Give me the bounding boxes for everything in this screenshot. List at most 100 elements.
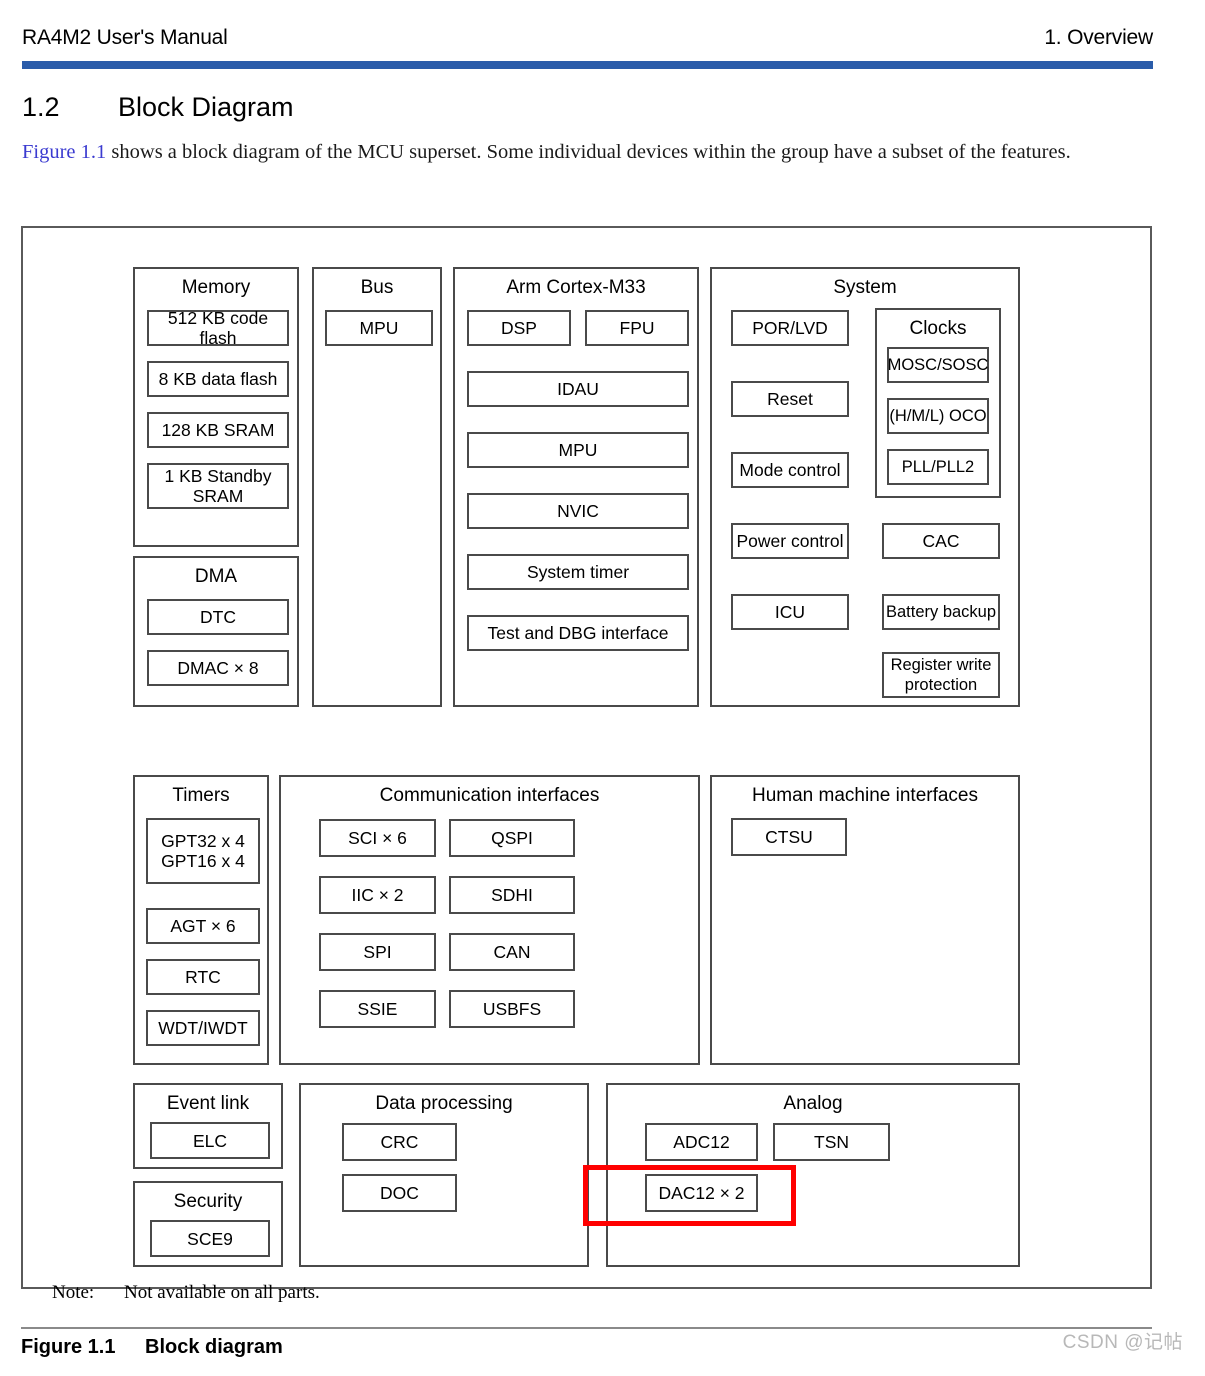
group-event-link-title: Event link (166, 1093, 250, 1114)
note-text: Not available on all parts. (124, 1282, 320, 1303)
block-standby-sram[interactable]: 1 KB Standby SRAM (147, 463, 289, 509)
block-sci[interactable]: SCI × 6 (319, 819, 436, 857)
block-label: Reset (767, 389, 813, 409)
block-test-dbg-interface[interactable]: Test and DBG interface (467, 615, 689, 651)
block-label: ADC12 (673, 1132, 730, 1152)
dac12-highlight-annotation (583, 1165, 796, 1226)
block-oco[interactable]: (H/M/L) OCO (887, 398, 989, 434)
block-spi[interactable]: SPI (319, 933, 436, 971)
block-crc[interactable]: CRC (342, 1123, 457, 1161)
block-label: USBFS (482, 999, 542, 1019)
block-label: TSN (814, 1132, 849, 1152)
block-battery-backup[interactable]: Battery backup (882, 594, 1000, 630)
figure-caption-text: Block diagram (145, 1336, 283, 1358)
block-code-flash[interactable]: 512 KB code flash (147, 308, 289, 348)
group-analog: Analog ADC12 TSN DAC12 × 2 (606, 1083, 1020, 1267)
block-dac12[interactable]: DAC12 × 2 (645, 1174, 758, 1212)
watermark: CSDN @记帖 (1062, 1332, 1183, 1353)
block-dsp[interactable]: DSP (467, 310, 571, 346)
block-label: RTC (185, 967, 221, 987)
intro-paragraph: Figure 1.1 shows a block diagram of the … (22, 138, 1112, 166)
block-can[interactable]: CAN (449, 933, 575, 971)
block-tsn[interactable]: TSN (773, 1123, 890, 1161)
block-bus-mpu[interactable]: MPU (325, 310, 433, 346)
group-data-processing-title: Data processing (375, 1093, 513, 1114)
header-divider-rule (22, 61, 1153, 69)
block-label: SPI (363, 942, 392, 962)
block-label: DMAC × 8 (177, 658, 259, 678)
block-sce9[interactable]: SCE9 (150, 1220, 270, 1257)
block-qspi[interactable]: QSPI (449, 819, 575, 857)
block-dmac[interactable]: DMAC × 8 (147, 650, 289, 686)
group-memory: Memory 512 KB code flash 8 KB data flash… (133, 267, 299, 547)
block-label: AGT × 6 (170, 916, 236, 936)
block-ssie[interactable]: SSIE (319, 990, 436, 1028)
block-pll[interactable]: PLL/PLL2 (887, 449, 989, 485)
block-ctsu[interactable]: CTSU (731, 818, 847, 856)
block-label: SSIE (357, 999, 398, 1019)
block-por-lvd[interactable]: POR/LVD (731, 310, 849, 346)
manual-title: RA4M2 User's Manual (22, 26, 228, 49)
block-label: MOSC/SOSC (887, 356, 989, 374)
block-rtc[interactable]: RTC (146, 959, 260, 995)
block-cortex-mpu[interactable]: MPU (467, 432, 689, 468)
block-fpu[interactable]: FPU (585, 310, 689, 346)
block-reset[interactable]: Reset (731, 381, 849, 417)
block-label: MPU (558, 440, 598, 460)
figure-link[interactable]: Figure 1.1 (22, 141, 107, 163)
block-label: FPU (619, 318, 655, 338)
group-timers-title: Timers (172, 785, 230, 806)
block-agt[interactable]: AGT × 6 (146, 908, 260, 944)
block-label-line1: 1 KB Standby (164, 466, 272, 486)
figure-caption: Figure 1.1 Block diagram (21, 1336, 283, 1359)
figure-note: Note: Not available on all parts. (52, 1282, 320, 1304)
block-cac[interactable]: CAC (882, 523, 1000, 559)
block-label: CAC (922, 531, 960, 551)
group-timers: Timers GPT32 x 4 GPT16 x 4 AGT × 6 RTC W… (133, 775, 269, 1065)
group-bus-title: Bus (360, 277, 394, 298)
group-dma: DMA DTC DMAC × 8 (133, 556, 299, 707)
group-memory-title: Memory (181, 277, 251, 298)
block-nvic[interactable]: NVIC (467, 493, 689, 529)
block-sdhi[interactable]: SDHI (449, 876, 575, 914)
block-power-control[interactable]: Power control (731, 523, 849, 559)
block-register-write-protection[interactable]: Register write protection (882, 652, 1000, 698)
block-mode-control[interactable]: Mode control (731, 452, 849, 488)
block-sram[interactable]: 128 KB SRAM (147, 412, 289, 448)
group-system-title: System (833, 277, 897, 298)
block-doc[interactable]: DOC (342, 1174, 457, 1212)
group-cortex-m33: Arm Cortex-M33 DSP FPU IDAU MPU NVIC Sys… (453, 267, 699, 707)
block-label-line1: GPT32 x 4 (161, 831, 245, 851)
block-dtc[interactable]: DTC (147, 599, 289, 635)
block-label: Power control (736, 531, 844, 551)
block-label: WDT/IWDT (158, 1018, 248, 1038)
block-data-flash[interactable]: 8 KB data flash (147, 361, 289, 397)
intro-body: shows a block diagram of the MCU superse… (106, 141, 1071, 163)
block-icu[interactable]: ICU (731, 594, 849, 630)
block-label: DOC (380, 1183, 419, 1203)
block-gpt[interactable]: GPT32 x 4 GPT16 x 4 (146, 818, 260, 884)
block-mosc-sosc[interactable]: MOSC/SOSC (887, 347, 989, 383)
group-clocks-title: Clocks (909, 318, 967, 339)
group-analog-title: Analog (783, 1093, 843, 1114)
block-adc12[interactable]: ADC12 (645, 1123, 758, 1161)
block-idau[interactable]: IDAU (467, 371, 689, 407)
block-label: POR/LVD (752, 318, 828, 338)
section-title: Block Diagram (118, 92, 294, 122)
block-iic[interactable]: IIC × 2 (319, 876, 436, 914)
block-label: DTC (200, 607, 236, 627)
block-elc[interactable]: ELC (150, 1122, 270, 1159)
block-label: (H/M/L) OCO (889, 407, 987, 425)
note-label: Note: (52, 1282, 95, 1303)
group-system: System POR/LVD Reset Mode control Power … (710, 267, 1020, 707)
block-label: SCI × 6 (348, 828, 407, 848)
group-security: Security SCE9 (133, 1181, 283, 1267)
block-usbfs[interactable]: USBFS (449, 990, 575, 1028)
block-label: 8 KB data flash (158, 369, 278, 389)
block-label: ICU (774, 602, 806, 622)
block-wdt-iwdt[interactable]: WDT/IWDT (146, 1010, 260, 1046)
block-label: Mode control (739, 460, 841, 480)
block-system-timer[interactable]: System timer (467, 554, 689, 590)
block-label: CTSU (765, 827, 813, 847)
chapter-title: 1. Overview (1044, 26, 1153, 49)
